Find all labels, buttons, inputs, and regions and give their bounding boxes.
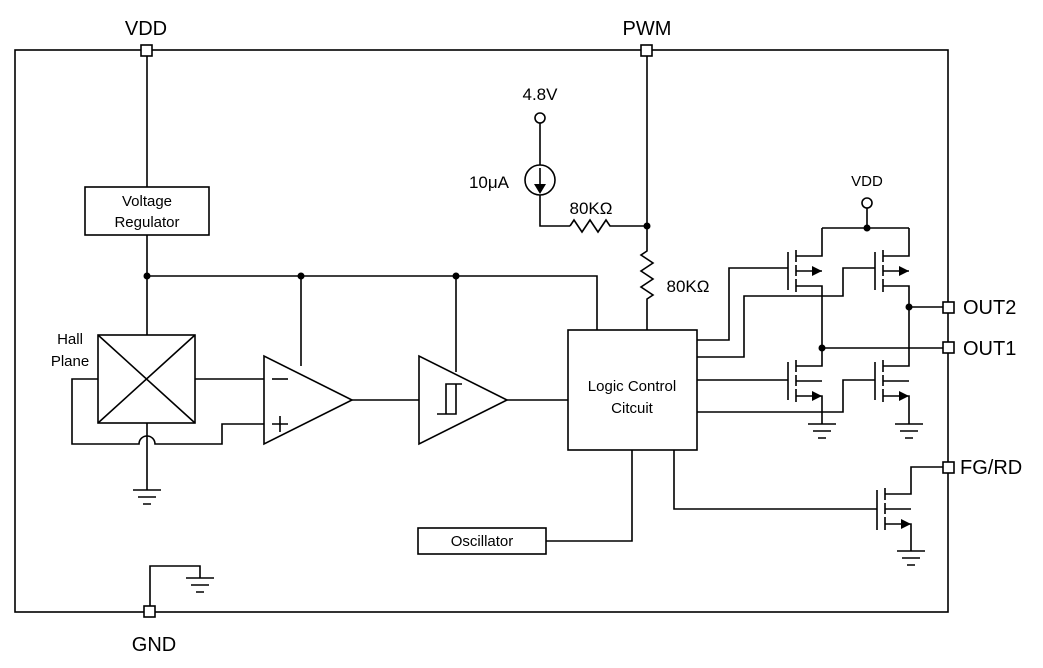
junction-dot xyxy=(452,272,460,280)
transistor-low-side-left xyxy=(787,348,823,424)
ground-icon xyxy=(186,577,214,593)
ground-icon xyxy=(897,550,925,566)
voltage-regulator-label-line1: Voltage xyxy=(122,193,172,210)
hall-plane-label-line2: Plane xyxy=(51,353,89,370)
junction-dot xyxy=(905,303,913,311)
pin-vdd-label: VDD xyxy=(125,18,167,40)
hall-plane-label-line1: Hall xyxy=(57,331,83,348)
pin-pwm-label: PWM xyxy=(623,18,672,40)
current-source-label: 10μA xyxy=(469,173,510,192)
pin-out1-label: OUT1 xyxy=(963,338,1016,360)
resistor-vertical-label: 80KΩ xyxy=(667,277,710,296)
wire-gnd-pin xyxy=(149,565,201,606)
supply-4v8: 4.8V xyxy=(523,85,559,124)
junction-dot xyxy=(297,272,305,280)
pin-gnd-label: GND xyxy=(132,634,176,656)
resistor-horizontal-label: 80KΩ xyxy=(570,199,613,218)
pin-out1: OUT1 xyxy=(942,338,1016,360)
pin-gnd: GND xyxy=(132,605,176,656)
chip-outline xyxy=(14,49,949,613)
voltage-regulator-label-line2: Regulator xyxy=(114,214,179,231)
wire-internal-supply-rail xyxy=(147,275,598,330)
junction-dot xyxy=(818,344,826,352)
bridge-vdd: VDD xyxy=(851,173,883,209)
wire-gate-high-right xyxy=(697,267,875,358)
resistor-horizontal: 80KΩ xyxy=(569,199,647,234)
schmitt-trigger-symbol xyxy=(418,354,509,446)
transistor-fg-rd xyxy=(876,466,943,551)
logic-control-label-line1: Logic Control xyxy=(588,378,676,395)
resistor-vertical: 80KΩ xyxy=(639,226,710,330)
voltage-regulator-block: Voltage Regulator xyxy=(84,186,210,236)
pin-vdd: VDD xyxy=(125,18,167,57)
pin-out2-label: OUT2 xyxy=(963,297,1016,319)
wire-gate-low-right xyxy=(697,379,875,413)
wire-gate-high-left xyxy=(697,267,788,341)
ground-icon xyxy=(808,423,836,439)
oscillator-block: Oscillator xyxy=(417,527,547,555)
wire-source-to-resistor xyxy=(539,195,570,227)
current-source-icon: 10μA xyxy=(469,164,556,196)
transistor-high-side-right xyxy=(874,228,910,348)
comparator-symbol xyxy=(263,354,354,446)
transistor-high-side-left xyxy=(787,228,823,348)
junction-dot xyxy=(863,224,871,232)
ground-icon xyxy=(133,489,161,505)
pin-out2: OUT2 xyxy=(942,297,1016,319)
hall-plane-block: Hall Plane xyxy=(51,331,196,424)
pin-fg-rd-label: FG/RD xyxy=(960,457,1022,479)
wire-logic-to-fg-gate xyxy=(673,450,877,510)
ground-icon xyxy=(895,423,923,439)
wire-oscillator-to-logic xyxy=(546,450,633,542)
pin-fg-rd: FG/RD xyxy=(942,457,1022,479)
bridge-vdd-label: VDD xyxy=(851,173,883,190)
supply-4v8-label: 4.8V xyxy=(523,85,559,104)
logic-control-block: Logic Control Citcuit xyxy=(567,329,698,451)
transistor-low-side-right xyxy=(874,348,910,424)
oscillator-label: Oscillator xyxy=(451,533,514,550)
junction-dot xyxy=(143,272,151,280)
logic-control-label-line2: Citcuit xyxy=(611,400,654,417)
